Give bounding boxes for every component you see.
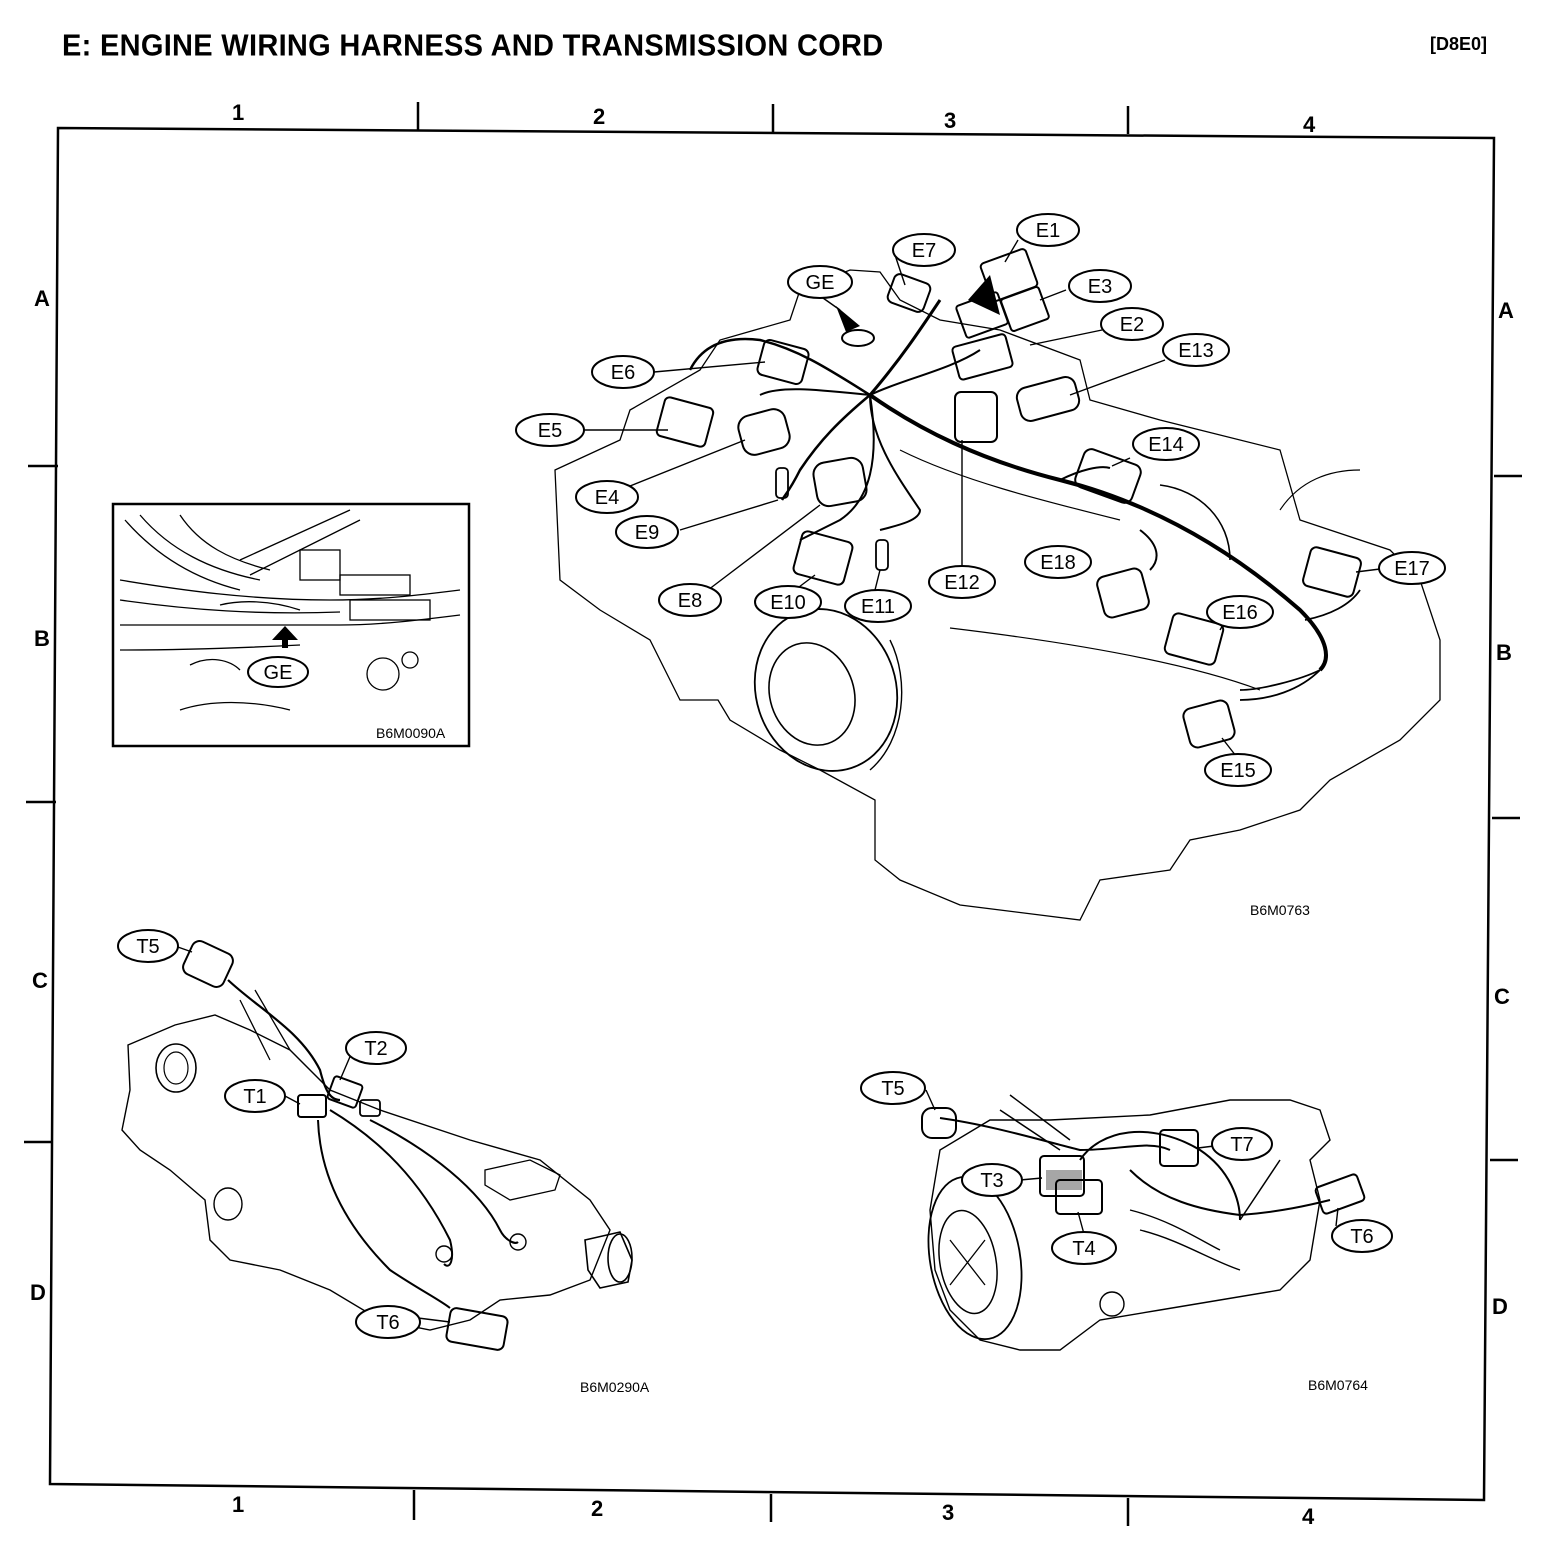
transmission-left-figure: [121, 940, 633, 1351]
callout-e8: E8: [658, 583, 722, 617]
callout-e18: E18: [1024, 545, 1092, 579]
left-figure-code: B6M0290A: [580, 1379, 650, 1395]
svg-text:E8: E8: [678, 590, 702, 612]
svg-text:E14: E14: [1148, 434, 1184, 456]
grid-row-c-right: C: [1494, 984, 1510, 1009]
callout-e15: E15: [1204, 753, 1272, 787]
callout-e7: E7: [892, 233, 956, 267]
callout-ge-main: GE: [787, 265, 853, 299]
callout-t2: T2: [345, 1031, 407, 1065]
callout-t7: T7: [1211, 1127, 1273, 1161]
transmission-right-figure: [921, 1094, 1366, 1351]
grid-col-2-top: 2: [593, 104, 606, 129]
svg-text:E11: E11: [861, 596, 895, 618]
transmission-left-leaders: [174, 945, 451, 1323]
svg-text:E6: E6: [611, 362, 635, 384]
grid-row-b-right: B: [1496, 640, 1512, 665]
callout-e1: E1: [1016, 213, 1080, 247]
grid-row-d-left: D: [30, 1280, 46, 1305]
callout-e11: E11: [844, 589, 912, 623]
svg-text:GE: GE: [264, 662, 293, 684]
svg-text:E4: E4: [595, 487, 619, 509]
section-code: [D8E0]: [1430, 34, 1488, 54]
grid-row-a-left: A: [34, 286, 50, 311]
grid-row-a-right: A: [1498, 298, 1514, 323]
svg-text:T6: T6: [1350, 1226, 1373, 1248]
svg-text:T1: T1: [243, 1086, 266, 1108]
callout-e9: E9: [615, 515, 679, 549]
callout-t6-right: T6: [1331, 1219, 1393, 1253]
grid-col-2-bottom: 2: [591, 1496, 604, 1521]
grid-col-1-bottom: 1: [232, 1492, 245, 1517]
callout-t3: T3: [961, 1163, 1023, 1197]
grid-row-d-right: D: [1492, 1294, 1508, 1319]
engine-figure: [554, 248, 1441, 921]
svg-text:E12: E12: [944, 572, 980, 594]
callout-t4: T4: [1051, 1231, 1117, 1265]
grid-col-4-top: 4: [1303, 112, 1316, 137]
svg-text:T5: T5: [136, 936, 159, 958]
callout-e2: E2: [1100, 307, 1164, 341]
svg-text:E5: E5: [538, 420, 562, 442]
svg-text:T7: T7: [1230, 1134, 1253, 1156]
callout-e16: E16: [1206, 595, 1274, 629]
grid-col-4-bottom: 4: [1302, 1504, 1315, 1529]
svg-text:E18: E18: [1040, 552, 1076, 574]
svg-text:T5: T5: [881, 1078, 904, 1100]
inset-figure-code: B6M0090A: [376, 725, 446, 741]
drawing-frame: [24, 102, 1522, 1526]
inset-figure: [111, 502, 471, 748]
svg-text:E15: E15: [1220, 760, 1256, 782]
svg-text:E16: E16: [1222, 602, 1258, 624]
grid-col-3-bottom: 3: [942, 1500, 955, 1525]
svg-text:E1: E1: [1036, 220, 1060, 242]
callout-ge-inset: GE: [247, 656, 309, 688]
grid-row-b-left: B: [34, 626, 50, 651]
callout-e14: E14: [1132, 427, 1200, 461]
grid-col-3-top: 3: [944, 108, 957, 133]
svg-text:T4: T4: [1072, 1238, 1095, 1260]
page-title: E: ENGINE WIRING HARNESS AND TRANSMISSIO…: [62, 29, 884, 63]
svg-text:E10: E10: [770, 592, 806, 614]
svg-text:T2: T2: [364, 1038, 387, 1060]
svg-text:E2: E2: [1120, 314, 1144, 336]
engine-leaders: [584, 239, 1389, 757]
callout-e3: E3: [1068, 269, 1132, 303]
callout-e5: E5: [515, 413, 585, 447]
svg-text:E3: E3: [1088, 276, 1112, 298]
callout-t5-left: T5: [117, 929, 179, 963]
right-figure-code: B6M0764: [1308, 1377, 1368, 1393]
svg-text:E13: E13: [1178, 340, 1214, 362]
callout-t1: T1: [224, 1079, 286, 1113]
callout-e13: E13: [1162, 333, 1230, 367]
callout-e6: E6: [591, 355, 655, 389]
callout-e12: E12: [928, 565, 996, 599]
callouts: E1 E7 GE E3 E2 E13 E6 E5 E14 E4 E9 E18 E…: [117, 213, 1446, 1339]
svg-text:E7: E7: [912, 240, 936, 262]
grid-col-1-top: 1: [232, 100, 245, 125]
callout-t5-right: T5: [860, 1071, 926, 1105]
callout-t6-left: T6: [355, 1305, 421, 1339]
callout-e17: E17: [1378, 551, 1446, 585]
grid-row-c-left: C: [32, 968, 48, 993]
svg-text:T6: T6: [376, 1312, 399, 1334]
svg-text:E17: E17: [1394, 558, 1430, 580]
transmission-right-leaders: [925, 1089, 1339, 1235]
callout-e4: E4: [575, 480, 639, 514]
main-figure-code: B6M0763: [1250, 902, 1310, 918]
callout-e10: E10: [754, 585, 822, 619]
svg-text:GE: GE: [806, 272, 835, 294]
svg-text:E9: E9: [635, 522, 659, 544]
svg-text:T3: T3: [980, 1170, 1003, 1192]
